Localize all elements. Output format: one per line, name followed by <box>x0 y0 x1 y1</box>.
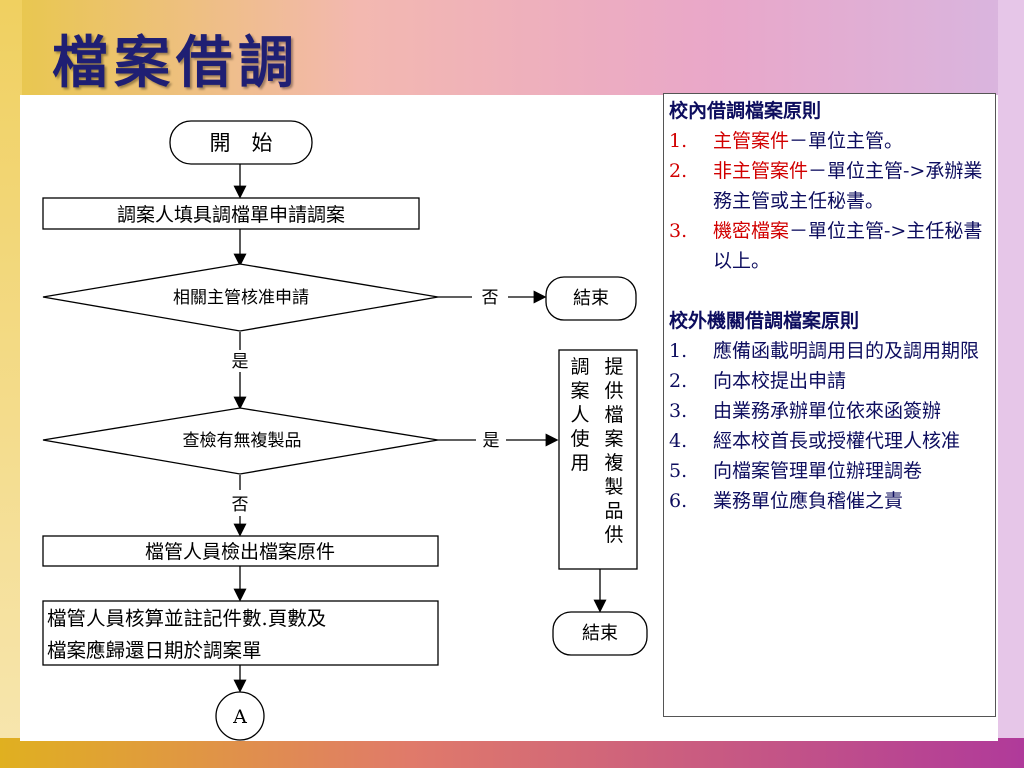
provide-copy-box <box>558 349 638 570</box>
decision2-yes-label: 是 <box>483 431 500 451</box>
step-retrieve-original <box>42 535 439 567</box>
decision1-label: 相關主管核准申請 <box>173 288 309 308</box>
internal-rules-list: 1. 主管案件－單位主管。 2. 非主管案件－單位主管->承辦業務主管或主任秘書… <box>669 126 991 276</box>
decision1-no-label: 否 <box>482 288 499 308</box>
external-rules-list: 1. 應備函載明調用目的及調用期限 2. 向本校提出申請 3. 由業務承辦單位依來函簽… <box>669 336 991 516</box>
connector-a-label: A <box>232 706 247 728</box>
step-count-pages <box>42 600 439 666</box>
list-item: 1. 應備函載明調用目的及調用期限 <box>669 336 991 366</box>
decision2-no-label: 否 <box>232 495 249 515</box>
rule-number: 3. <box>669 400 688 422</box>
provide-copy-text-col1: 提供檔案複製品供 <box>604 356 623 546</box>
decision1-yes-label: 是 <box>232 352 249 372</box>
rule-number: 3. <box>669 220 688 242</box>
rule-text: 經本校首長或授權代理人核准 <box>713 430 961 452</box>
step3-label-line2: 檔案應歸還日期於調案單 <box>47 639 262 662</box>
rule-text: 業務單位應負稽催之責 <box>713 490 904 512</box>
external-rules-title: 校外機關借調檔案原則 <box>669 310 860 332</box>
rule-text: 向本校提出申請 <box>713 370 847 392</box>
rules-panel: 校內借調檔案原則 1. 主管案件－單位主管。 2. 非主管案件－單位主管->承辦… <box>663 93 996 717</box>
list-item: 2. 向本校提出申請 <box>669 366 991 396</box>
rule-number: 5. <box>669 460 688 482</box>
rule-number: 2. <box>669 370 688 392</box>
list-item: 3. 機密檔案－單位主管->主任秘書以上。 <box>669 216 991 276</box>
list-item: 3. 由業務承辦單位依來函簽辦 <box>669 396 991 426</box>
rule-number: 1. <box>669 340 688 362</box>
internal-rules-title: 校內借調檔案原則 <box>669 100 822 122</box>
rule-number: 4. <box>669 430 688 452</box>
rule-number: 1. <box>669 130 688 152</box>
decision-supervisor-approval <box>42 263 439 332</box>
rule-number: 2. <box>669 160 688 182</box>
rule-text: 向檔案管理單位辦理調卷 <box>713 460 923 482</box>
rule-highlight: 主管案件 <box>713 130 790 152</box>
rule-highlight: 機密檔案 <box>713 220 790 242</box>
end-terminal-1 <box>545 276 637 321</box>
rule-text: 非主管案件－單位主管->承辦業務主管或主任秘書。 <box>713 156 991 216</box>
step2-label: 檔管人員檢出檔案原件 <box>145 541 335 563</box>
rule-number: 6. <box>669 490 688 512</box>
list-item: 6. 業務單位應負稽催之責 <box>669 486 991 516</box>
end2-label: 結束 <box>582 623 618 644</box>
step1-label: 調案人填具調檔單申請調案 <box>117 204 345 226</box>
rule-desc: －單位主管->承辦業務主管或主任秘書。 <box>713 160 983 212</box>
rule-text: 應備函載明調用目的及調用期限 <box>713 340 980 362</box>
end-terminal-2 <box>552 611 648 656</box>
rule-text: 主管案件－單位主管。 <box>713 126 991 156</box>
decision-copy-check <box>42 407 439 475</box>
list-item: 1. 主管案件－單位主管。 <box>669 126 991 156</box>
rule-text: 由業務承辦單位依來函簽辦 <box>713 400 942 422</box>
end1-label: 結束 <box>573 288 609 309</box>
decision2-label: 查檢有無複製品 <box>183 431 302 451</box>
list-item: 2. 非主管案件－單位主管->承辦業務主管或主任秘書。 <box>669 156 991 216</box>
rule-text: 機密檔案－單位主管->主任秘書以上。 <box>713 216 991 276</box>
list-item: 4. 經本校首長或授權代理人核准 <box>669 426 991 456</box>
list-item: 5. 向檔案管理單位辦理調卷 <box>669 456 991 486</box>
start-label: 開 始 <box>210 131 273 155</box>
rule-highlight: 非主管案件 <box>713 160 809 182</box>
rule-desc: －單位主管->主任秘書以上。 <box>713 220 983 272</box>
page-title: 檔案借調 <box>52 30 300 96</box>
step3-label-line1: 檔管人員核算並註記件數.頁數及 <box>47 607 326 630</box>
provide-copy-text-col2: 調案人使用 <box>570 356 589 474</box>
connector-a <box>215 691 265 741</box>
start-terminal <box>169 120 313 165</box>
rule-desc: －單位主管。 <box>789 130 904 152</box>
step-fill-request <box>42 197 420 230</box>
